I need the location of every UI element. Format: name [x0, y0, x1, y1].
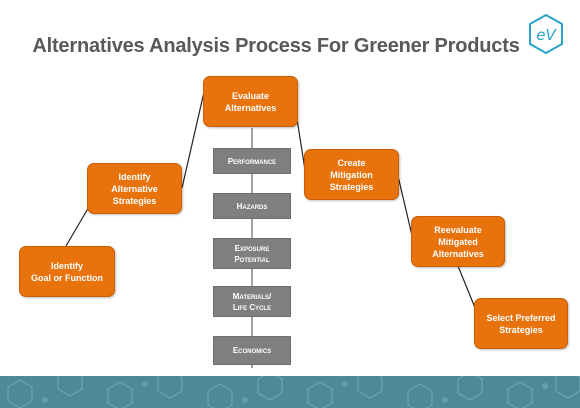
- page-title: Alternatives Analysis Process For Greene…: [32, 35, 520, 57]
- step-label: Evaluate Alternatives: [224, 90, 277, 113]
- footer-pattern-band: [0, 376, 580, 408]
- step-evaluate-alternatives: Evaluate Alternatives: [203, 76, 298, 127]
- step-identify-goal: Identify Goal or Function: [19, 246, 115, 297]
- criterion-exposure: Exposure Potential: [213, 238, 291, 269]
- criterion-performance: Performance: [213, 148, 291, 174]
- step-select-preferred: Select Preferred Strategies: [474, 298, 568, 349]
- step-label: Select Preferred Strategies: [486, 312, 556, 335]
- criterion-label: Hazards: [236, 201, 268, 211]
- criterion-materials: Materials/ Life Cycle: [213, 286, 291, 317]
- step-label: Reevaluate Mitigated Alternatives: [432, 224, 484, 259]
- criterion-label: Exposure Potential: [234, 243, 270, 264]
- footer-pattern-icon: [7, 376, 580, 408]
- criterion-label: Performance: [227, 156, 277, 166]
- logo-text: eV: [536, 26, 557, 44]
- ev-logo-icon: eV: [529, 14, 563, 54]
- step-label: Create Mitigation Strategies: [329, 157, 374, 192]
- criterion-label: Materials/ Life Cycle: [232, 291, 272, 312]
- criterion-hazards: Hazards: [213, 193, 291, 219]
- step-label: Identify Alternative Strategies: [111, 171, 158, 206]
- criterion-label: Economics: [232, 346, 272, 355]
- connector-line: [181, 91, 205, 189]
- step-label: Identify Goal or Function: [31, 260, 103, 283]
- step-reevaluate: Reevaluate Mitigated Alternatives: [411, 216, 505, 267]
- step-create-mitigation: Create Mitigation Strategies: [304, 149, 399, 200]
- criterion-economics: Economics: [213, 336, 291, 365]
- step-identify-alternatives: Identify Alternative Strategies: [87, 163, 182, 214]
